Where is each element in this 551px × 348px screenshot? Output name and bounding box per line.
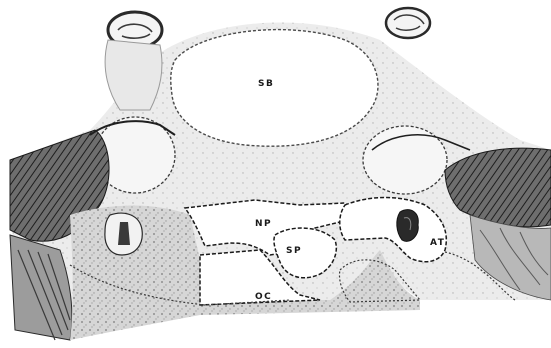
label-sb: SB	[258, 79, 274, 89]
label-np: NP	[255, 219, 272, 229]
top-left-stalk	[105, 40, 162, 110]
at-dark-inclusion	[397, 210, 418, 242]
label-sp: SP	[286, 246, 302, 256]
label-oc: OC	[255, 292, 272, 302]
label-at: AT	[430, 238, 445, 248]
left-small-structure-core	[118, 222, 130, 245]
sphenoid-body-region	[171, 30, 378, 147]
